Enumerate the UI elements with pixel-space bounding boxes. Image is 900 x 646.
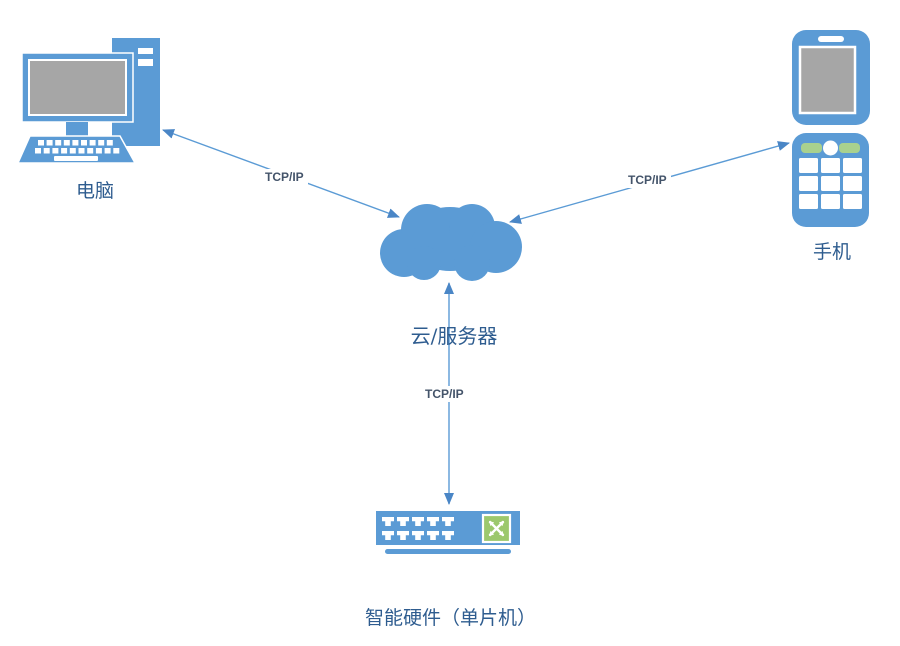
edge-label-device-cloud: TCP/IP xyxy=(421,386,468,402)
phone-softkey-right xyxy=(839,143,860,153)
mobile-phone-icon xyxy=(792,30,870,227)
phone-keypad xyxy=(799,158,862,209)
phone-softkey-left xyxy=(801,143,822,153)
phone-node xyxy=(787,27,873,232)
phone-label: 手机 xyxy=(812,241,851,263)
cloud-node xyxy=(372,197,524,285)
computer-node xyxy=(10,28,170,173)
phone-screen xyxy=(798,45,857,115)
edge-label-computer-cloud: TCP/IP xyxy=(261,169,308,185)
phone-speaker xyxy=(818,36,844,42)
device-node xyxy=(373,507,523,557)
network-switch-icon xyxy=(376,511,520,554)
switch-base xyxy=(385,549,511,554)
keyboard-spacebar xyxy=(54,156,98,161)
cloud-icon xyxy=(380,204,522,281)
cloud-label: 云/服务器 xyxy=(410,324,498,348)
device-label: 智能硬件（单片机） xyxy=(364,607,536,629)
desktop-computer-icon xyxy=(16,38,160,164)
computer-label: 电脑 xyxy=(75,180,114,202)
phone-nav-button xyxy=(823,140,838,156)
monitor-screen xyxy=(30,61,125,114)
switch-ports xyxy=(382,517,454,540)
edge-label-phone-cloud: TCP/IP xyxy=(624,172,671,188)
